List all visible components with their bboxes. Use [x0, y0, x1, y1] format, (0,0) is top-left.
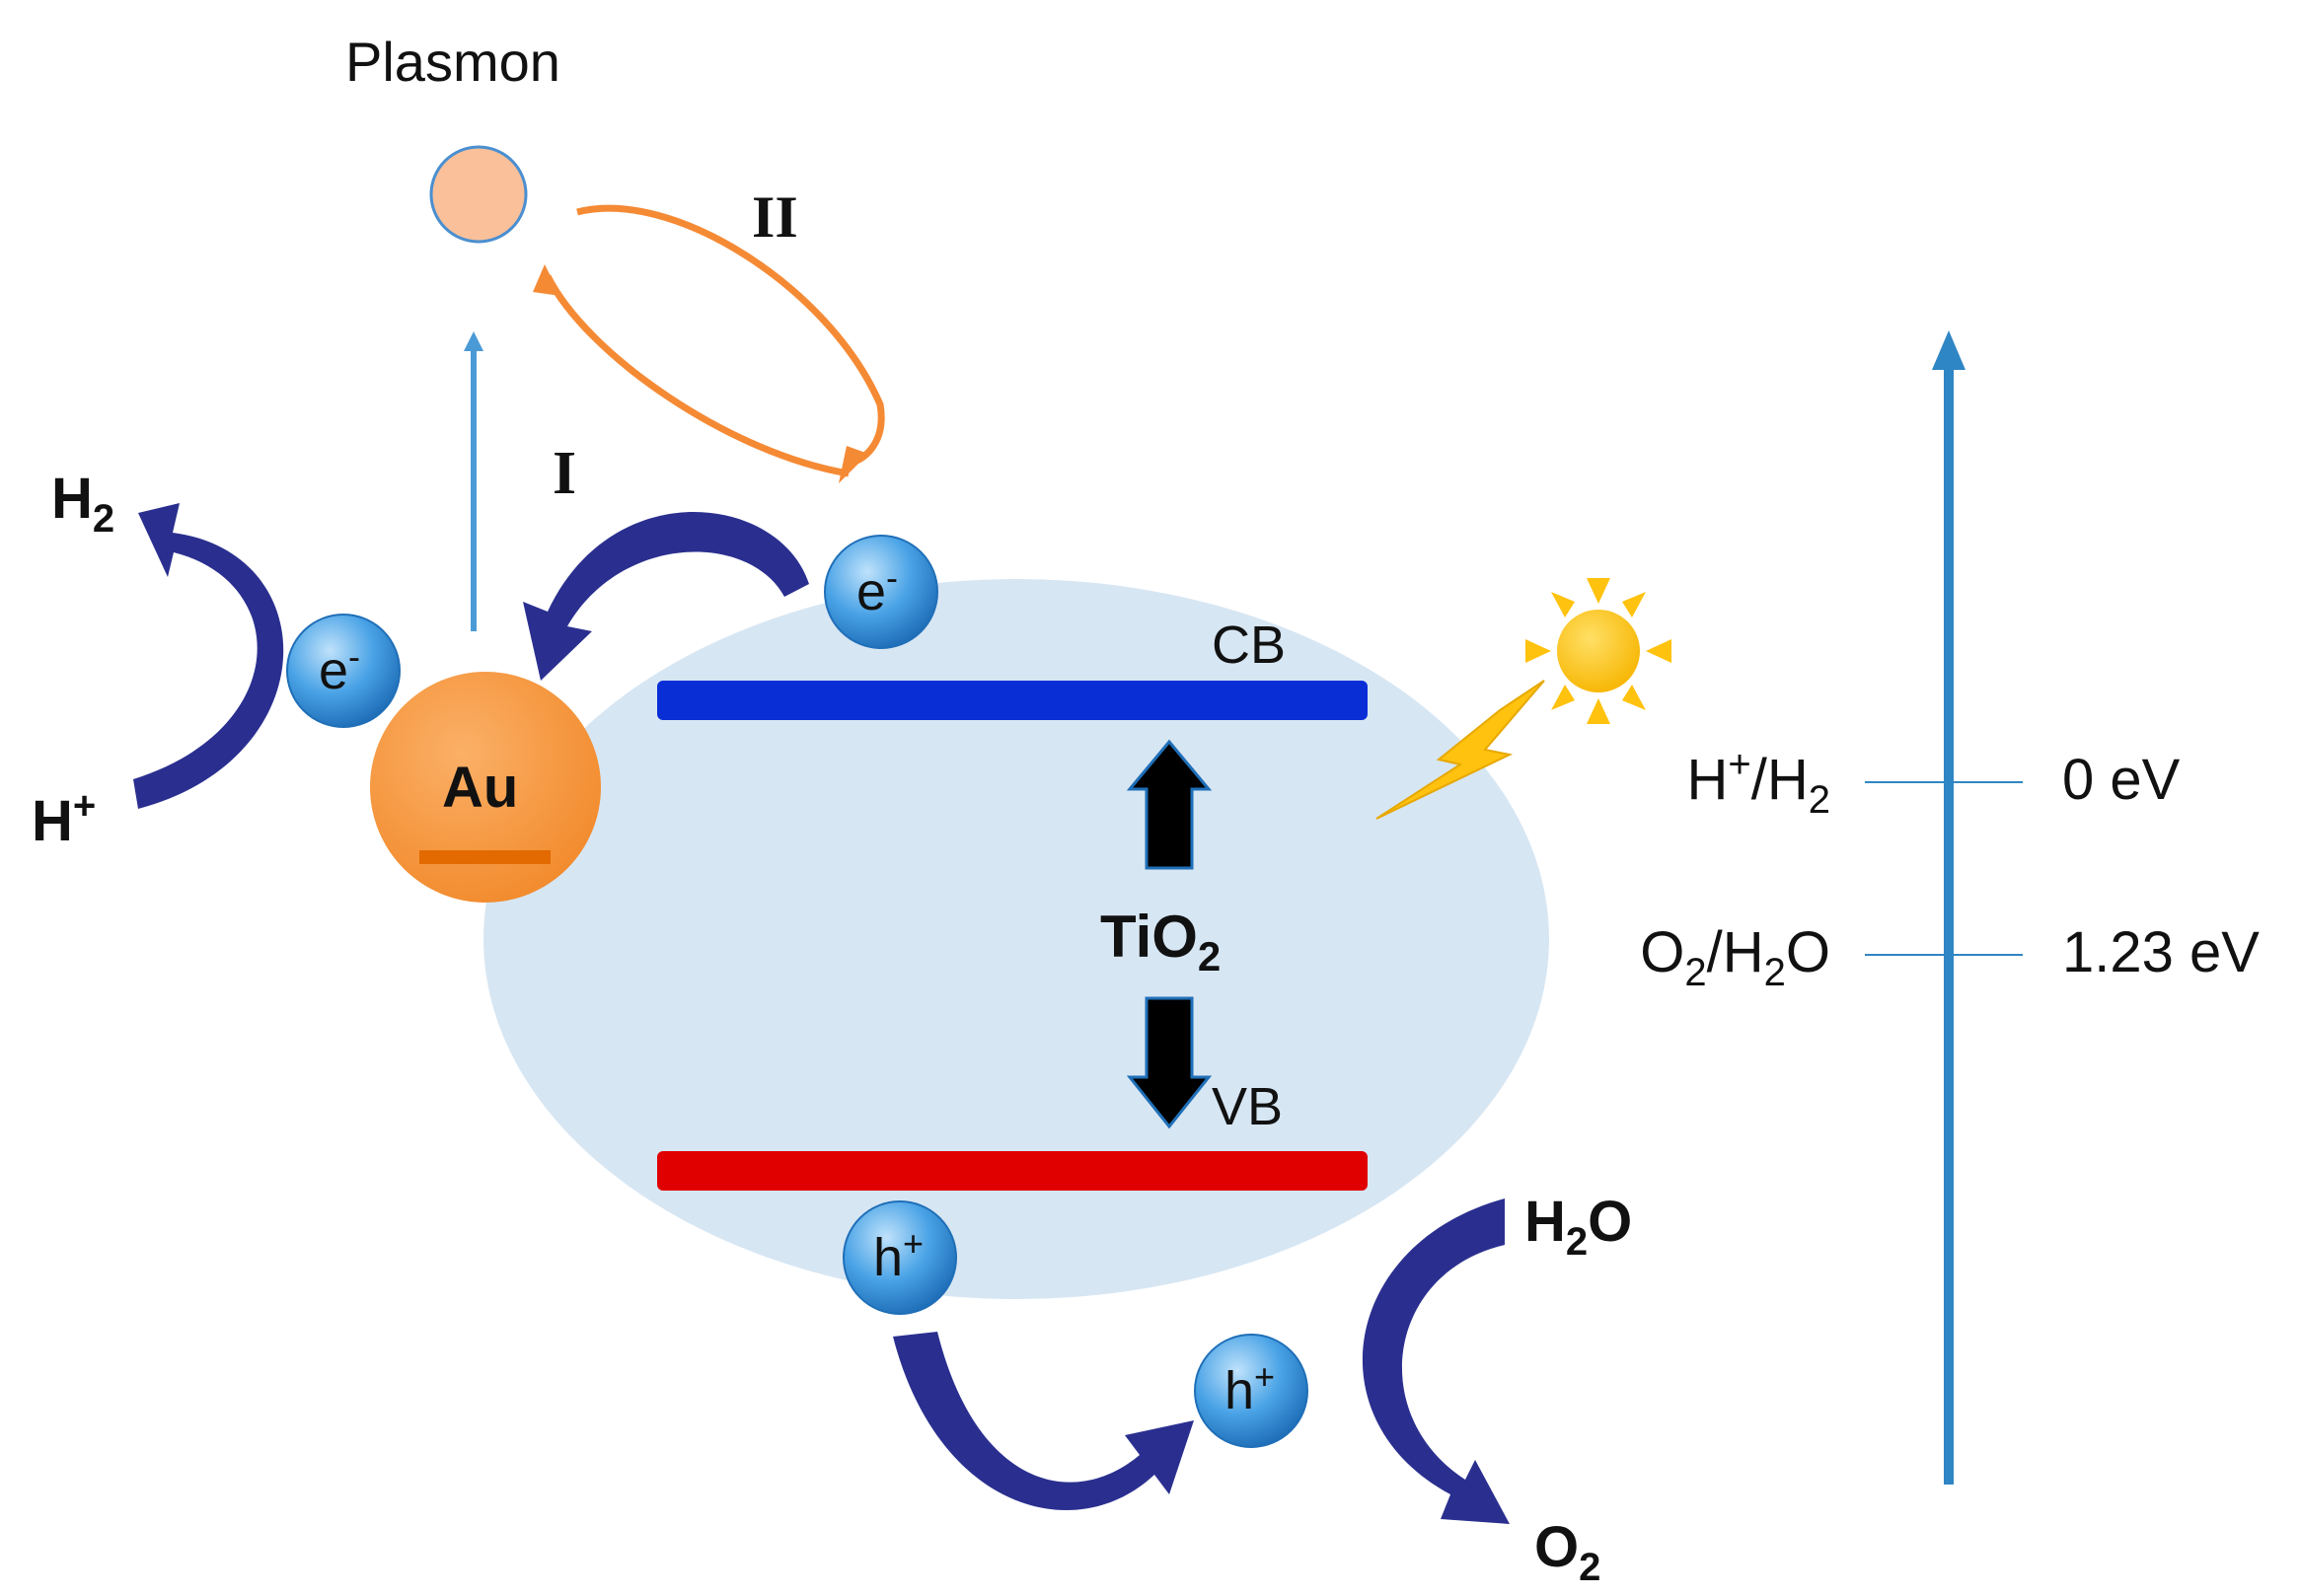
plasmon-label: Plasmon	[345, 31, 560, 93]
reduction-electron-label: e-	[319, 636, 360, 700]
o2-couple-label: O2/H2O	[1640, 920, 1830, 994]
tio2-particle	[483, 579, 1549, 1299]
conduction-band	[657, 681, 1368, 720]
hole-transfer-arrow	[893, 1332, 1194, 1511]
h2-level-value: 0 eV	[2062, 748, 2181, 812]
plasmon-excitation-arrowhead	[464, 331, 483, 351]
lightning-icon	[1375, 680, 1545, 820]
excitation-down-arrow	[1126, 996, 1213, 1129]
hydrogen-label: H2	[51, 467, 114, 541]
reduction-arrow	[133, 503, 284, 809]
sun-icon	[1525, 578, 1671, 724]
gold-label: Au	[442, 756, 518, 820]
cb-electron	[824, 535, 938, 649]
vb-hole	[843, 1200, 957, 1315]
resonance-arrowhead	[839, 446, 868, 483]
gold-nanoparticle	[370, 672, 601, 903]
cb-label: CB	[1212, 616, 1286, 675]
resonance-arrowhead	[533, 264, 560, 296]
water-label: H2O	[1524, 1190, 1632, 1264]
oxidation-hole-label: h+	[1224, 1356, 1275, 1420]
cb-electron-label: e-	[856, 557, 898, 621]
h2-couple-label: H+/H2	[1687, 743, 1831, 822]
oxidation-hole	[1194, 1334, 1308, 1448]
o2-level-value: 1.23 eV	[2062, 920, 2260, 984]
pathway-one-label: I	[553, 440, 576, 507]
reduction-electron	[286, 614, 401, 728]
excitation-up-arrow	[1126, 739, 1213, 870]
resonance-cycle	[544, 204, 885, 477]
energy-axis-arrowhead	[1932, 330, 1965, 370]
oxidation-arrow	[1362, 1198, 1510, 1524]
gold-fermi-level	[419, 850, 551, 864]
vb-label: VB	[1212, 1077, 1283, 1136]
valence-band	[657, 1151, 1368, 1191]
pathway-one-arrow	[523, 511, 809, 681]
proton-label: H+	[32, 784, 96, 853]
vb-hole-label: h+	[873, 1223, 924, 1287]
plasmon-particle	[429, 145, 528, 244]
pathway-two-label: II	[752, 184, 798, 250]
tio2-label: TiO2	[1100, 904, 1221, 979]
oxygen-label: O2	[1534, 1515, 1600, 1589]
